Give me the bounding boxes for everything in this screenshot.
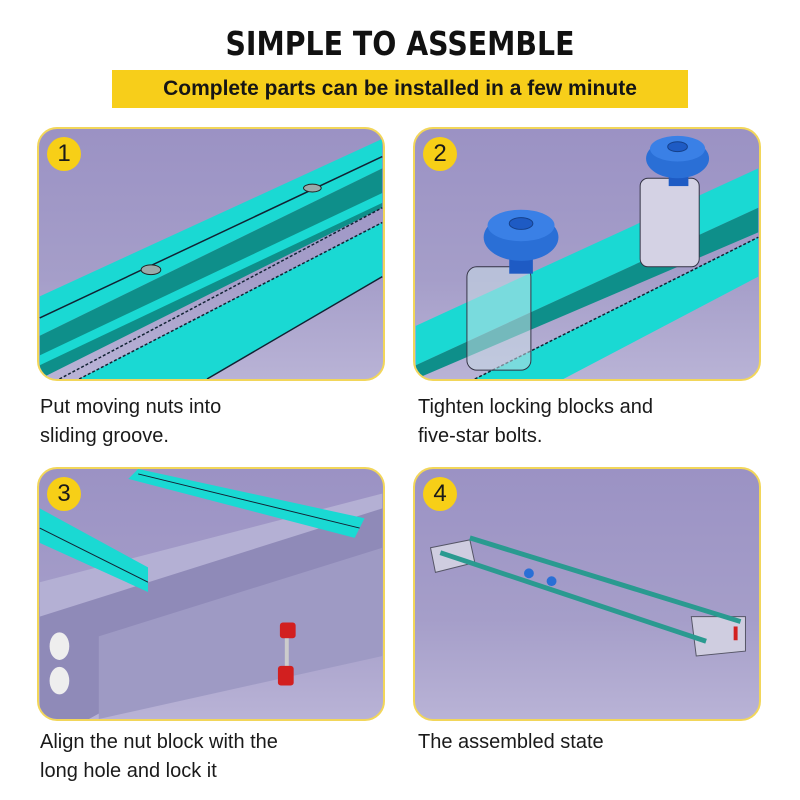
- caption-line: five-star bolts.: [418, 425, 543, 447]
- step-number-badge: 1: [47, 137, 81, 171]
- step-number-badge: 3: [47, 477, 81, 511]
- end-frame-lock-icon: [39, 469, 383, 719]
- step-1-illustration: 1: [37, 127, 385, 381]
- locking-block-knob-icon: [415, 135, 759, 379]
- caption-line: Tighten locking blocks and: [418, 396, 653, 418]
- step-number-badge: 2: [423, 137, 457, 171]
- page-title: SIMPLE TO ASSEMBLE: [225, 24, 575, 63]
- step-3-caption: Align the nut block with the long hole a…: [40, 728, 400, 786]
- caption-line: sliding groove.: [40, 425, 169, 447]
- caption-line: Put moving nuts into: [40, 396, 222, 418]
- step-2-caption: Tighten locking blocks and five-star bol…: [418, 393, 778, 451]
- caption-line: The assembled state: [418, 731, 604, 753]
- step-4-caption: The assembled state: [418, 728, 778, 757]
- rail-slot-nut-icon: [39, 138, 383, 379]
- step-4-illustration: 4: [413, 467, 761, 721]
- step-3-illustration: 3: [37, 467, 385, 721]
- step-number-badge: 4: [423, 477, 457, 511]
- subtitle-text: Complete parts can be installed in a few…: [163, 77, 637, 100]
- assembled-slider-icon: [429, 535, 746, 657]
- subtitle-banner: Complete parts can be installed in a few…: [112, 70, 688, 108]
- caption-line: Align the nut block with the: [40, 731, 278, 753]
- step-1-caption: Put moving nuts into sliding groove.: [40, 393, 400, 451]
- step-2-illustration: 2: [413, 127, 761, 381]
- caption-line: long hole and lock it: [40, 760, 217, 782]
